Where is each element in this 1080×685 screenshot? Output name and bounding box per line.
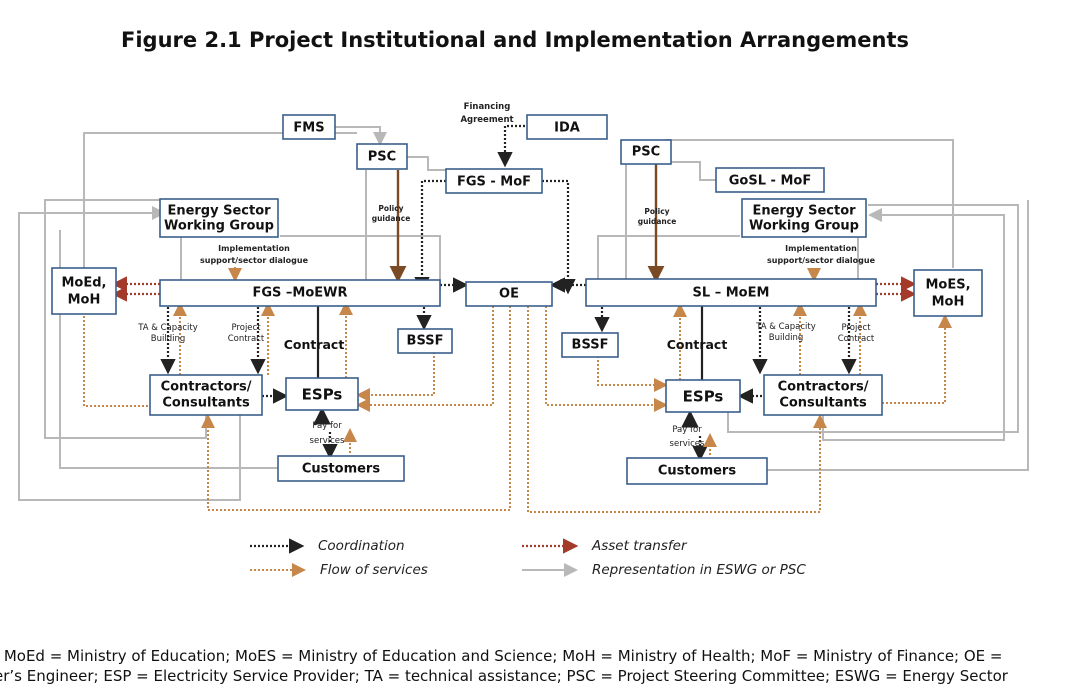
contract-left-label: Contract [284,337,345,352]
svg-text:MoES,: MoES, [925,278,970,293]
ta-left-label: TA & Capacity [137,323,198,333]
bssf-left-box: BSSF [397,328,453,354]
esps-right-box: ESPs [665,379,741,413]
svg-text:guidance: guidance [372,214,411,223]
svg-text:Customers: Customers [658,464,736,479]
psc-left-box: PSC [356,143,408,170]
svg-text:OE: OE [499,287,519,302]
svg-text:BSSF: BSSF [407,334,444,349]
policy-guidance-left-label: Policy [378,204,403,213]
svg-text:Consultants: Consultants [779,396,867,411]
contract-right-label: Contract [667,337,728,352]
svg-text:IDA: IDA [554,121,580,136]
ida-box: IDA [526,114,608,140]
svg-text:guidance: guidance [638,217,677,226]
flow-of-services-lines [83,267,952,513]
ta-right-label: TA & Capacity [755,322,816,332]
impl-support-right-label: Implementation [785,244,857,253]
customers-left-box: Customers [277,455,405,482]
legend-coordination: Coordination [318,538,405,554]
footnote-line-1: : MoEd = Ministry of Education; MoES = M… [0,647,1003,665]
legend-flow-of-services: Flow of services [320,562,428,578]
svg-text:Contractors/: Contractors/ [778,380,869,395]
svg-text:Working Group: Working Group [164,219,274,234]
eswg-right-box: Energy Sector Working Group [741,198,867,238]
svg-text:MoH: MoH [932,295,965,310]
svg-text:BSSF: BSSF [572,338,609,353]
diagram-annotations: Policy guidance Policy guidance Implemen… [137,204,875,449]
svg-text:Working Group: Working Group [749,219,859,234]
psc-right-box: PSC [620,139,672,165]
svg-text:SL – MoEM: SL – MoEM [693,286,770,301]
policy-guidance-right-label: Policy [644,207,669,216]
svg-text:FGS –MoEWR: FGS –MoEWR [252,286,347,301]
svg-text:Consultants: Consultants [162,396,250,411]
svg-text:Building: Building [151,334,185,344]
svg-text:Contract: Contract [228,334,265,344]
moes-moh-box: MoES, MoH [913,269,983,317]
svg-text:Customers: Customers [302,462,380,477]
esps-left-box: ESPs [285,377,359,411]
svg-text:support/sector dialogue: support/sector dialogue [200,256,309,265]
svg-text:Agreement: Agreement [460,115,513,125]
svg-text:Contract: Contract [838,334,875,344]
svg-text:MoEd,: MoEd, [62,276,107,291]
sl-moem-box: SL – MoEM [585,278,877,307]
gosl-mof-box: GoSL - MoF [715,167,825,193]
svg-text:Energy Sector: Energy Sector [167,204,271,219]
svg-text:services: services [670,439,705,449]
legend-asset-transfer: Asset transfer [591,538,688,554]
svg-text:MoH: MoH [68,293,101,308]
fms-label: FMS [293,121,324,136]
contract-lines [313,162,704,428]
svg-text:Contractors/: Contractors/ [161,380,252,395]
contractors-right-box: Contractors/ Consultants [763,374,883,416]
coordination-lines [160,124,857,462]
svg-text:GoSL - MoF: GoSL - MoF [729,174,811,189]
asset-transfer-lines [111,276,917,302]
project-contract-right-label: Project [841,323,871,333]
financing-agreement-label: Financing [464,102,511,112]
eswg-left-box: Energy Sector Working Group [159,198,279,238]
pay-for-services-left-label: Pay for [312,421,342,431]
impl-support-left-label: Implementation [218,244,290,253]
project-contract-left-label: Project [231,323,261,333]
svg-text:services: services [310,436,345,446]
fms-box: FMS [282,114,336,140]
svg-text:PSC: PSC [632,145,660,160]
pay-for-services-right-label: Pay for [672,425,702,435]
svg-text:FGS - MoF: FGS - MoF [457,175,531,190]
svg-text:ESPs: ESPs [683,388,724,406]
legend: Coordination Flow of services Asset tran… [250,538,806,578]
oe-box: OE [465,281,553,307]
svg-text:PSC: PSC [368,150,396,165]
svg-text:Energy Sector: Energy Sector [752,204,856,219]
svg-text:ESPs: ESPs [302,386,343,404]
legend-representation: Representation in ESWG or PSC [592,562,806,578]
footnote-line-2: er’s Engineer; ESP = Electricity Service… [0,667,1008,685]
fgs-moewr-box: FGS –MoEWR [159,279,441,307]
svg-text:Building: Building [769,333,803,343]
figure-title: Figure 2.1 Project Institutional and Imp… [121,28,909,52]
svg-text:support/sector dialogue: support/sector dialogue [767,256,876,265]
customers-right-box: Customers [626,457,768,485]
contractors-left-box: Contractors/ Consultants [149,374,263,416]
bssf-right-box: BSSF [561,332,619,358]
fgs-mof-box: FGS - MoF [445,168,543,194]
moed-moh-box: MoEd, MoH [51,267,117,315]
representation-lines [18,126,1029,501]
